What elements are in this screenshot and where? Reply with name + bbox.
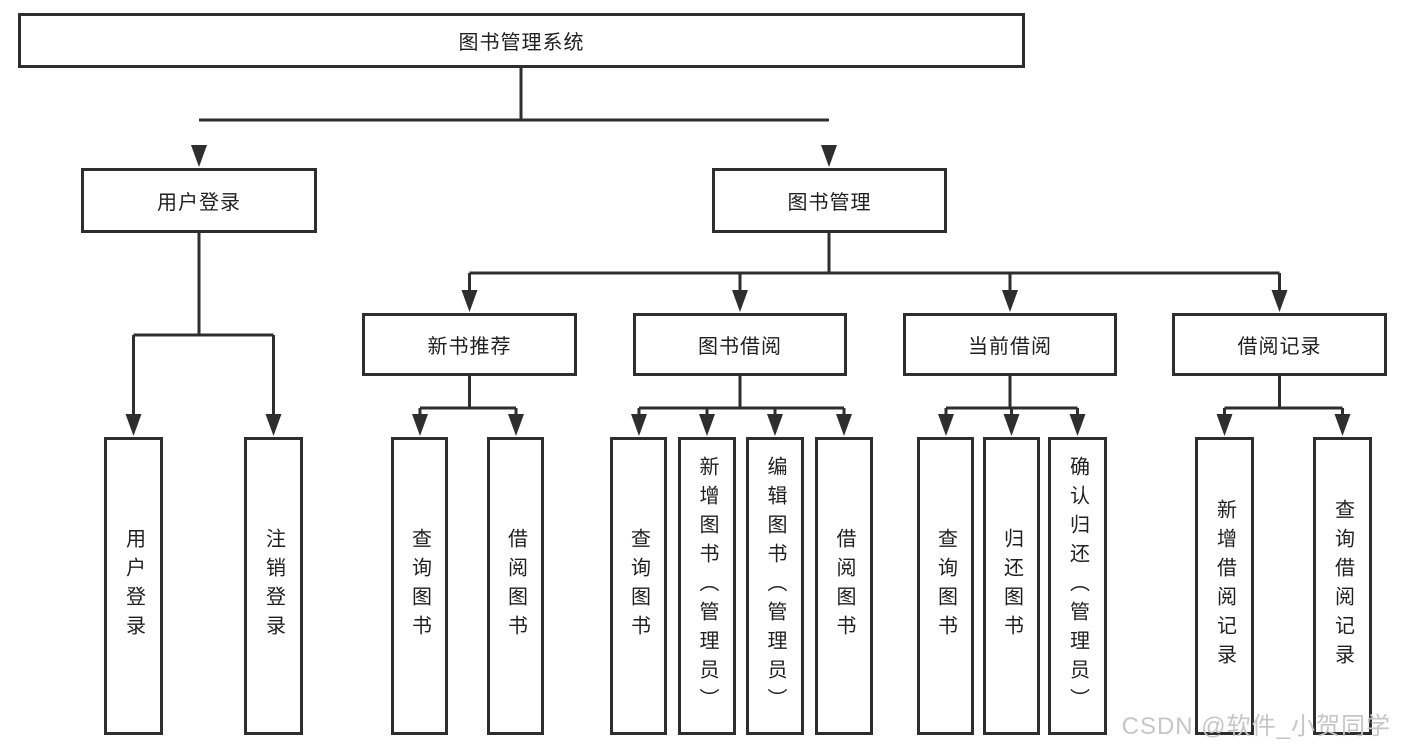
leaf-return-book: 归还图书 <box>983 437 1040 735</box>
arrow-down-icon <box>767 414 783 436</box>
arrow-down-icon <box>699 414 715 436</box>
arrow-down-icon <box>821 145 837 167</box>
leaf-query-borrow-record: 查询借阅记录 <box>1313 437 1372 735</box>
arrow-down-icon <box>1271 290 1288 312</box>
node-user-login: 用户登录 <box>81 168 317 233</box>
arrow-down-icon <box>508 414 524 436</box>
leaf-add-borrow-record: 新增借阅记录 <box>1195 437 1254 735</box>
leaf-confirm-return-admin: 确认归还（管理员） <box>1048 437 1107 735</box>
leaf-query-book-1: 查询图书 <box>391 437 448 735</box>
arrow-down-icon <box>1069 414 1086 436</box>
node-book-management: 图书管理 <box>712 168 947 233</box>
leaf-borrow-book-2: 借阅图书 <box>815 437 873 735</box>
leaf-edit-book-admin: 编辑图书（管理员） <box>746 437 804 735</box>
node-book-borrow: 图书借阅 <box>633 313 847 376</box>
arrow-down-icon <box>1002 290 1018 312</box>
node-new-book-recommend: 新书推荐 <box>362 313 577 376</box>
arrow-down-icon <box>732 290 748 312</box>
arrow-down-icon <box>461 290 478 312</box>
leaf-logout: 注销登录 <box>244 437 303 735</box>
connector-arrowheads <box>125 145 1351 436</box>
arrow-down-icon <box>1334 414 1351 436</box>
leaf-add-book-admin: 新增图书（管理员） <box>678 437 736 735</box>
arrow-down-icon <box>938 414 954 436</box>
node-current-borrow: 当前借阅 <box>903 313 1117 376</box>
node-root-system: 图书管理系统 <box>18 13 1025 68</box>
arrow-down-icon <box>125 414 142 436</box>
arrow-down-icon <box>1216 414 1233 436</box>
arrow-down-icon <box>1003 414 1020 436</box>
leaf-query-book-2: 查询图书 <box>610 437 667 735</box>
leaf-query-book-3: 查询图书 <box>917 437 974 735</box>
arrow-down-icon <box>836 414 852 436</box>
arrow-down-icon <box>191 145 207 167</box>
leaf-borrow-book-1: 借阅图书 <box>487 437 544 735</box>
watermark: CSDN @软件_小贺同学 <box>1121 713 1391 740</box>
arrow-down-icon <box>265 414 282 436</box>
leaf-user-login: 用户登录 <box>104 437 163 735</box>
arrow-down-icon <box>412 414 428 436</box>
node-borrow-records: 借阅记录 <box>1172 313 1387 376</box>
arrow-down-icon <box>631 414 647 436</box>
